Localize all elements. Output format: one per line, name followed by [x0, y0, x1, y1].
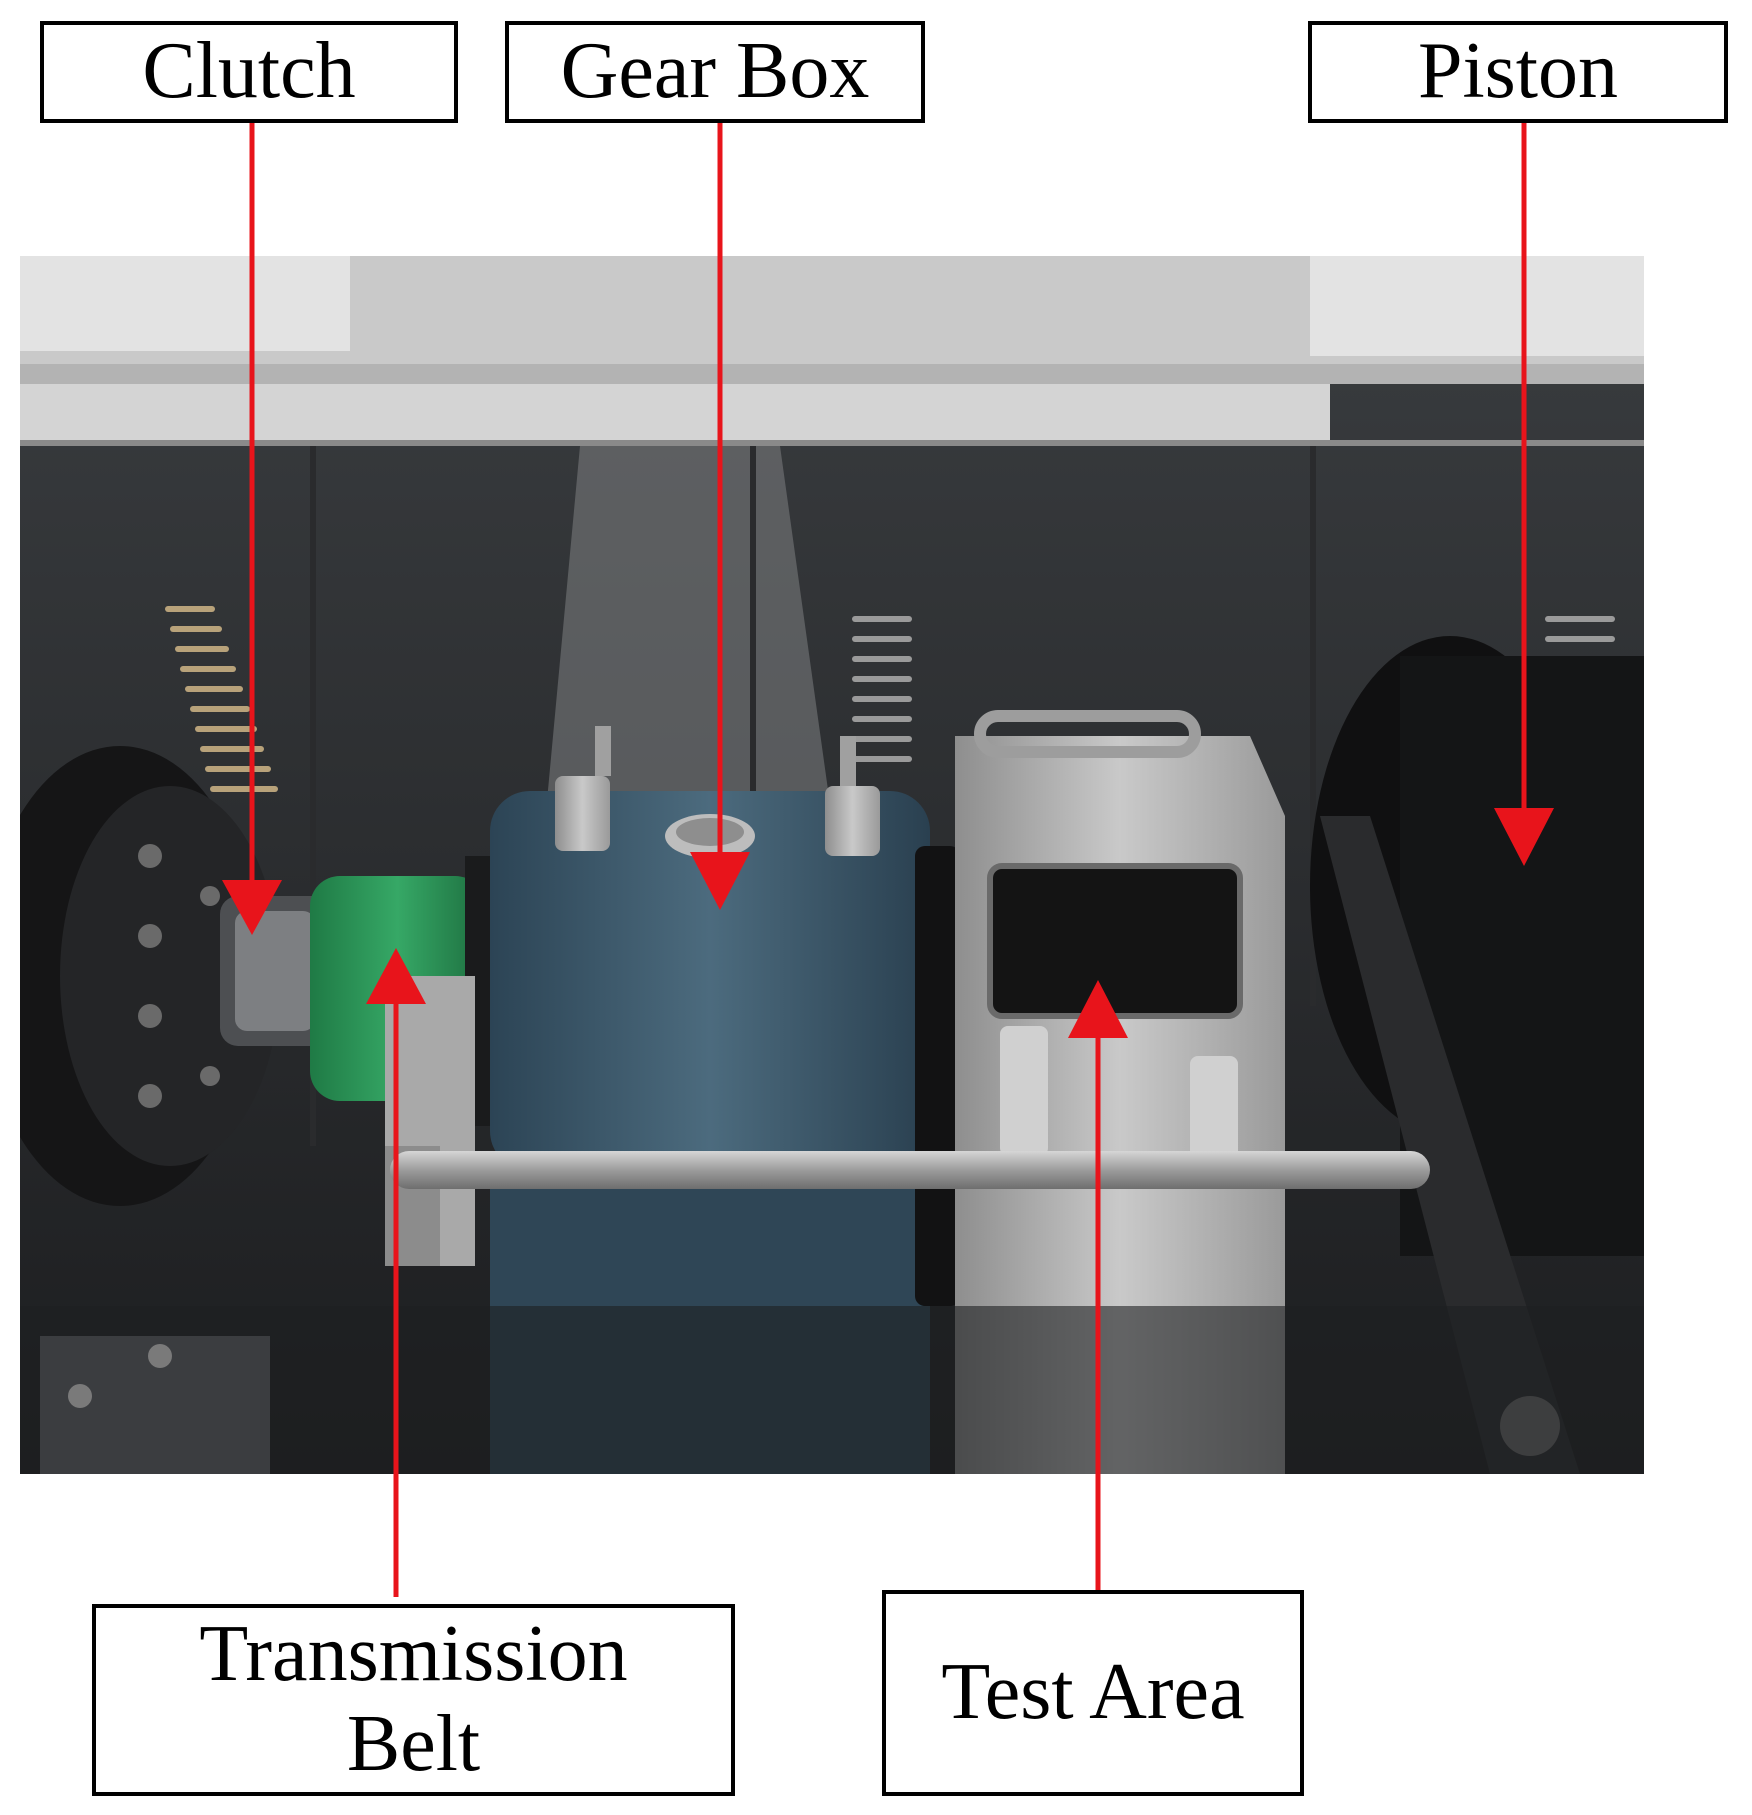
gear-box-label-text: Gear Box [560, 27, 870, 116]
test-area-label: Test Area [882, 1590, 1304, 1796]
gear-box-label: Gear Box [505, 21, 925, 123]
piston-label-text: Piston [1417, 27, 1619, 116]
clutch-label-text: Clutch [142, 27, 356, 116]
clutch-label: Clutch [40, 21, 458, 123]
piston-label: Piston [1308, 21, 1728, 123]
transmission-belt-label-line2: Belt [346, 1700, 481, 1788]
transmission-belt-label: Transmission Belt [92, 1604, 735, 1796]
machine-photo [20, 256, 1644, 1474]
test-area-label-text: Test Area [941, 1648, 1245, 1737]
transmission-belt-label-line1: Transmission [199, 1610, 628, 1699]
